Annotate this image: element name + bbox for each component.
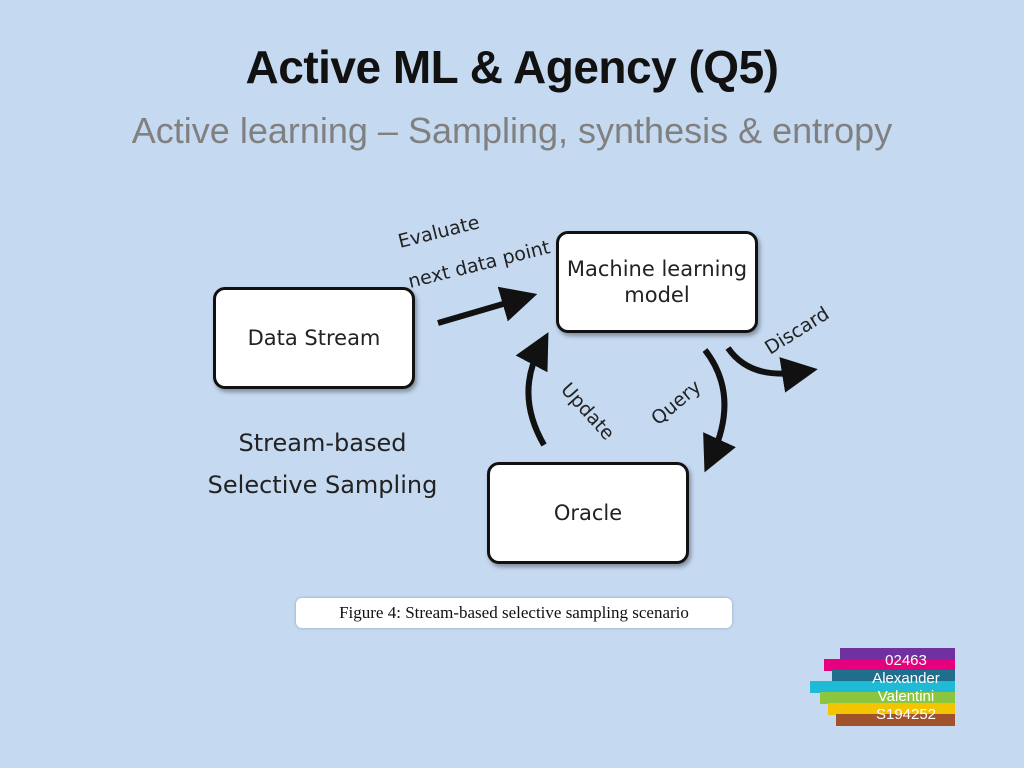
update-arrow: [515, 332, 549, 447]
logo-course-code: 02463: [885, 652, 927, 669]
sampling-label-line2: Selective Sampling: [207, 471, 438, 499]
logo-bar: [840, 648, 955, 660]
logo-bar: [824, 659, 955, 671]
slide-title: Active ML & Agency (Q5): [245, 41, 779, 93]
stacked-books-icon: [810, 648, 955, 726]
stream-sampling-diagram: Evaluate next data point Discard Query U…: [180, 200, 860, 580]
logo-text: 02463 Alexander Valentini S194252: [858, 652, 954, 724]
node-ml-model-label: Machine learning model: [567, 256, 747, 309]
label-update: Update: [556, 379, 618, 445]
node-ml-model: Machine learning model: [556, 231, 758, 333]
node-oracle-label: Oracle: [553, 500, 623, 525]
diagram-arrows: Evaluate next data point Discard Query U…: [396, 211, 833, 473]
label-query: Query: [647, 376, 705, 430]
logo-bar: [836, 714, 955, 726]
node-ml-model-label-line1: Machine learning: [566, 256, 748, 281]
slide-subtitle: Active learning – Sampling, synthesis & …: [131, 110, 893, 151]
logo-student-id: S194252: [875, 706, 937, 723]
label-evaluate: Evaluate: [396, 211, 482, 252]
evaluate-arrow: [437, 286, 538, 326]
sampling-label-line1: Stream-based: [238, 429, 407, 457]
logo-bar: [820, 692, 955, 704]
figure-caption: Figure 4: Stream-based selective samplin…: [296, 598, 732, 628]
node-oracle: Oracle: [487, 462, 689, 564]
node-data-stream: Data Stream: [213, 287, 415, 389]
label-discard: Discard: [761, 303, 833, 360]
node-data-stream-label: Data Stream: [247, 325, 381, 350]
logo-bar: [832, 670, 955, 682]
node-ml-model-label-line2: model: [624, 283, 690, 307]
author-logo: 02463 Alexander Valentini S194252: [810, 642, 960, 732]
logo-bar: [828, 703, 955, 715]
discard-arrow: [725, 346, 818, 393]
figure-caption-text: Figure 4: Stream-based selective samplin…: [339, 603, 689, 622]
logo-first-name: Alexander: [872, 670, 940, 687]
logo-bar: [810, 681, 955, 693]
query-arrow: [702, 348, 736, 473]
sampling-label: Stream-based Selective Sampling: [180, 422, 465, 506]
logo-last-name: Valentini: [877, 688, 935, 705]
